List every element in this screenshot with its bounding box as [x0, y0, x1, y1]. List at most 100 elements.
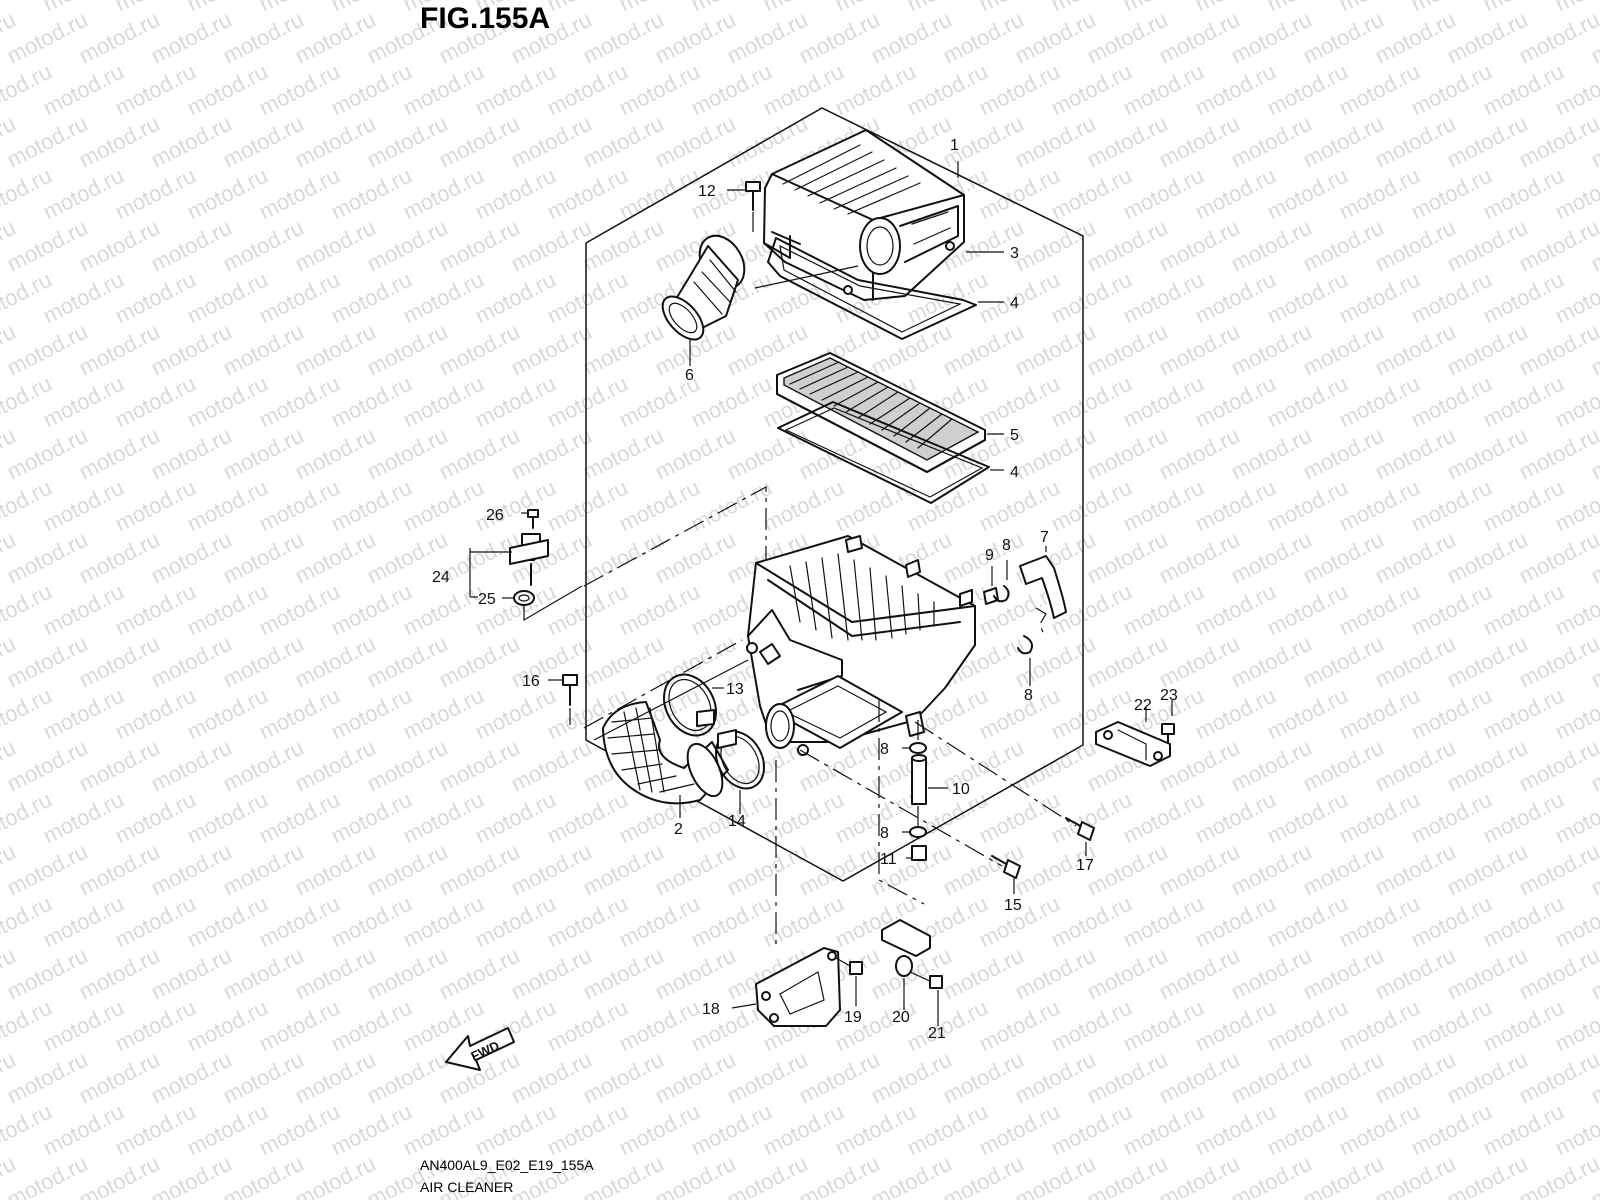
watermark-text: motod.ru [615, 891, 704, 953]
callout-3: 3 [1010, 245, 1019, 262]
watermark-text: motod.ru [1443, 631, 1532, 693]
watermark-text: motod.ru [1155, 215, 1244, 277]
watermark-text: motod.ru [1443, 1047, 1532, 1109]
watermark-text: motod.ru [723, 839, 812, 901]
watermark-text: motod.ru [1011, 423, 1100, 485]
watermark-text: motod.ru [399, 163, 488, 225]
watermark-text: motod.ru [471, 1099, 560, 1161]
watermark-text: motod.ru [219, 7, 308, 69]
watermark-text: motod.ru [291, 319, 380, 381]
watermark-text: motod.ru [327, 579, 416, 641]
watermark-text: motod.ru [759, 787, 848, 849]
watermark-text: motod.ru [147, 527, 236, 589]
watermark-text: motod.ru [3, 735, 92, 797]
watermark-text: motod.ru [975, 683, 1064, 745]
watermark-text: motod.ru [1011, 631, 1100, 693]
watermark-text: motod.ru [903, 475, 992, 537]
watermark-text: motod.ru [363, 1047, 452, 1109]
watermark-text: motod.ru [1407, 59, 1496, 121]
callout-17: 17 [1076, 857, 1094, 874]
watermark-text: motod.ru [75, 631, 164, 693]
watermark-text: motod.ru [363, 215, 452, 277]
watermark-text: motod.ru [975, 787, 1064, 849]
watermark-text: motod.ru [1299, 527, 1388, 589]
watermark-text: motod.ru [1335, 995, 1424, 1057]
watermark-text: motod.ru [1227, 735, 1316, 797]
watermark-text: motod.ru [363, 735, 452, 797]
watermark-text: motod.ru [1515, 527, 1600, 589]
leader-line-20 [878, 700, 925, 905]
watermark-text: motod.ru [1011, 7, 1100, 69]
watermark-text: motod.ru [399, 683, 488, 745]
watermark-text: motod.ru [1083, 839, 1172, 901]
watermark-text: motod.ru [1155, 319, 1244, 381]
watermark-text: motod.ru [1371, 631, 1460, 693]
watermark-text: motod.ru [147, 735, 236, 797]
watermark-text: motod.ru [543, 891, 632, 953]
watermark-text: motod.ru [219, 319, 308, 381]
watermark-text: motod.ru [687, 891, 776, 953]
watermark-text: motod.ru [183, 995, 272, 1057]
part-bolt-17 [1065, 817, 1095, 856]
watermark-text: motod.ru [579, 7, 668, 69]
watermark-text: motod.ru [1083, 423, 1172, 485]
watermark-text: motod.ru [1119, 891, 1208, 953]
watermark-text: motod.ru [939, 7, 1028, 69]
part-clamp-14 [715, 729, 765, 814]
watermark-text: motod.ru [363, 423, 452, 485]
watermark-text: motod.ru [1263, 683, 1352, 745]
watermark-text: motod.ru [1047, 1099, 1136, 1161]
watermark-text: motod.ru [1299, 319, 1388, 381]
callout-4-lower: 4 [1010, 464, 1019, 481]
watermark-text: motod.ru [111, 1099, 200, 1161]
watermark-text: motod.ru [1479, 579, 1568, 641]
watermark-text: motod.ru [183, 267, 272, 329]
watermark-text: motod.ru [1335, 891, 1424, 953]
watermark-text: motod.ru [39, 891, 128, 953]
watermark-text: motod.ru [579, 111, 668, 173]
watermark-text: motod.ru [1191, 995, 1280, 1057]
watermark-text: motod.ru [1227, 319, 1316, 381]
watermark-text: motod.ru [399, 891, 488, 953]
watermark-text: motod.ru [471, 787, 560, 849]
watermark-text: motod.ru [3, 527, 92, 589]
assembly-frame [585, 107, 1084, 882]
watermark-text: motod.ru [615, 475, 704, 537]
watermark-text: motod.ru [39, 371, 128, 433]
watermark-text: motod.ru [183, 891, 272, 953]
watermark-text: motod.ru [1083, 631, 1172, 693]
watermark-text: motod.ru [39, 1099, 128, 1161]
watermark-text: motod.ru [1083, 215, 1172, 277]
watermark-text: motod.ru [1515, 423, 1600, 485]
watermark-text: motod.ru [1155, 1047, 1244, 1109]
watermark-text: motod.ru [507, 839, 596, 901]
part-bracket-22 [1095, 700, 1175, 767]
watermark-text: motod.ru [39, 995, 128, 1057]
watermark-text: motod.ru [39, 163, 128, 225]
watermark-text: motod.ru [615, 579, 704, 641]
watermark-text: motod.ru [651, 839, 740, 901]
watermark-text: motod.ru [579, 839, 668, 901]
watermark-text: motod.ru [687, 371, 776, 433]
watermark-text: motod.ru [1011, 111, 1100, 173]
watermark-text: motod.ru [1371, 1047, 1460, 1109]
watermark-text: motod.ru [651, 943, 740, 1005]
watermark-text: motod.ru [939, 943, 1028, 1005]
watermark-text: motod.ru [1371, 423, 1460, 485]
watermark-text: motod.ru [183, 1099, 272, 1161]
watermark-text: motod.ru [3, 1047, 92, 1109]
callout-13: 13 [726, 681, 744, 698]
watermark-text: motod.ru [1335, 579, 1424, 641]
watermark-text: motod.ru [759, 59, 848, 121]
watermark-text: motod.ru [507, 943, 596, 1005]
watermark-text: motod.ru [1479, 1099, 1568, 1161]
watermark-text: motod.ru [291, 215, 380, 277]
watermark-text: motod.ru [1191, 1099, 1280, 1161]
watermark-text: motod.ru [651, 527, 740, 589]
watermark-text: motod.ru [1191, 267, 1280, 329]
watermark-text: motod.ru [1155, 943, 1244, 1005]
watermark-text: motod.ru [39, 683, 128, 745]
watermark-text: motod.ru [147, 839, 236, 901]
watermark-text: motod.ru [75, 111, 164, 173]
